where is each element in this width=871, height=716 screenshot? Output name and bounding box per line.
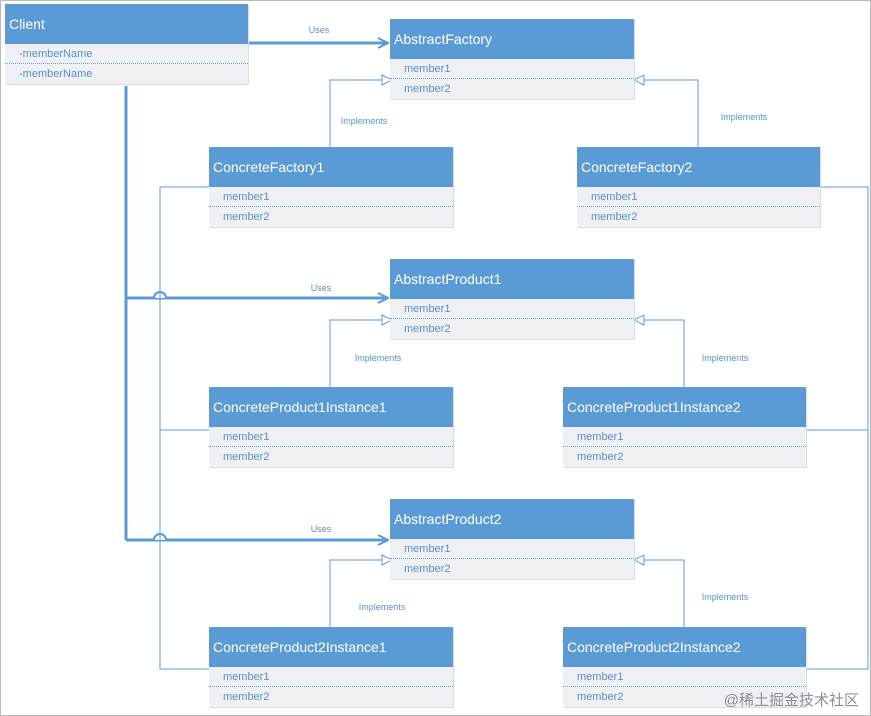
concrete-factory1-class: ConcreteFactory1 member1 member2	[209, 147, 453, 227]
abstract-product2-class: AbstractProduct2 member1 member2	[390, 499, 634, 579]
class-member: member1	[209, 667, 453, 687]
class-member: member2	[577, 691, 624, 703]
watermark: @稀土掘金技术社区	[723, 692, 859, 709]
class-member: member1	[563, 427, 806, 447]
implements-cf1-af	[329, 80, 392, 147]
abstract-product1-class: AbstractProduct1 member1 member2	[390, 259, 634, 339]
class-name: ConcreteProduct2Instance1	[209, 627, 453, 667]
class-member: member1	[563, 667, 806, 687]
concrete-product1-instance2-class: ConcreteProduct1Instance2 member1 member…	[563, 387, 806, 467]
class-member: member1	[209, 187, 453, 207]
implements-cp2i1-ap2	[329, 560, 392, 627]
implements-label-6: Implements	[701, 592, 749, 602]
implements-cp1i2-ap1	[634, 320, 685, 387]
client-class: Client -memberName -memberName	[5, 4, 248, 84]
class-member: member1	[209, 427, 453, 447]
class-name: ConcreteProduct2Instance2	[563, 627, 806, 667]
class-member: member1	[390, 59, 634, 79]
class-name: AbstractProduct2	[390, 499, 634, 539]
uses-label-1: Uses	[308, 25, 330, 35]
class-name: AbstractProduct1	[390, 259, 634, 299]
uses-label-3: Uses	[310, 524, 332, 534]
implements-label-4: Implements	[701, 353, 749, 363]
concrete-factory2-class: ConcreteFactory2 member1 member2	[577, 147, 820, 227]
class-member: member2	[223, 451, 270, 463]
class-name: Client	[5, 4, 248, 44]
uses-label-2: Uses	[310, 283, 332, 293]
class-member: member2	[404, 563, 451, 575]
class-member: -memberName	[5, 44, 248, 64]
class-member: member2	[591, 211, 638, 223]
abstract-factory-class: AbstractFactory member1 member2	[390, 19, 634, 99]
class-member: member2	[223, 211, 270, 223]
implements-cp1i1-ap1	[329, 320, 392, 387]
implements-label-5: Implements	[358, 602, 406, 612]
class-name: ConcreteProduct1Instance1	[209, 387, 453, 427]
class-name: AbstractFactory	[390, 19, 634, 59]
concrete-product2-instance1-class: ConcreteProduct2Instance1 member1 member…	[209, 627, 453, 707]
class-name: ConcreteProduct1Instance2	[563, 387, 806, 427]
class-name: ConcreteFactory2	[577, 147, 820, 187]
implements-cf2-af	[634, 80, 699, 147]
concrete-product2-instance2-class: ConcreteProduct2Instance2 member1 member…	[563, 627, 806, 707]
class-member: member2	[223, 691, 270, 703]
implements-label-1: Implements	[340, 116, 388, 126]
implements-cp2i2-ap2	[634, 560, 685, 627]
implements-label-2: Implements	[720, 112, 768, 122]
concrete-product1-instance1-class: ConcreteProduct1Instance1 member1 member…	[209, 387, 453, 467]
class-member: -memberName	[19, 68, 93, 80]
class-member: member1	[390, 299, 634, 319]
class-member: member1	[390, 539, 634, 559]
factory1-creates-line	[159, 186, 210, 670]
class-member: member1	[577, 187, 820, 207]
implements-label-3: Implements	[354, 353, 402, 363]
class-member: member2	[404, 83, 451, 95]
class-member: member2	[404, 323, 451, 335]
class-name: ConcreteFactory1	[209, 147, 453, 187]
class-member: member2	[577, 451, 624, 463]
factory2-creates-line	[806, 186, 869, 670]
